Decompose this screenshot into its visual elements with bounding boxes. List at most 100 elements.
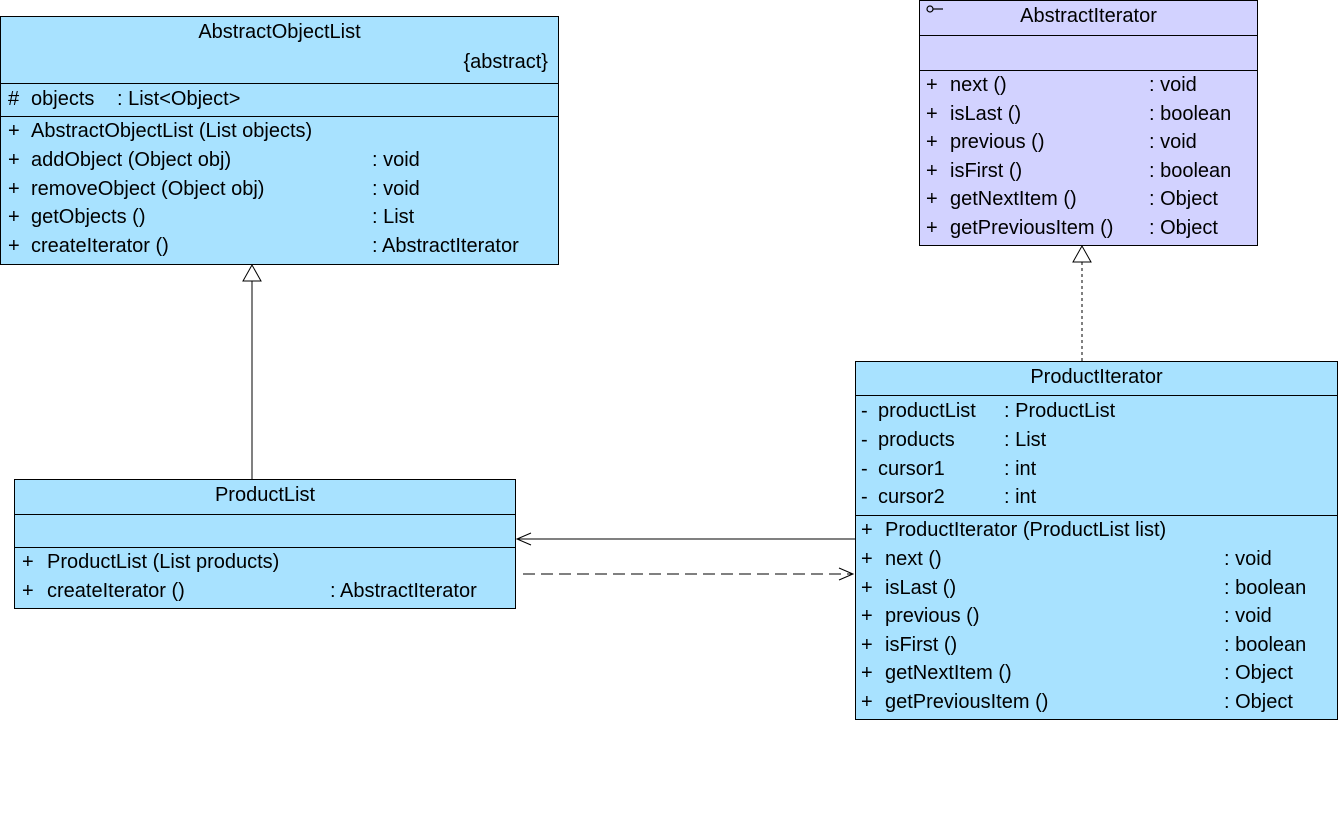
attributes-compartment: - productList : ProductList - products :…: [856, 395, 1337, 515]
visibility: +: [8, 149, 20, 171]
operation-name: getObjects (): [31, 206, 146, 228]
operation-row: + createIterator () : AbstractIterator: [1, 232, 558, 261]
operation-name: next (): [950, 74, 1007, 96]
class-product-iterator[interactable]: ProductIterator - productList : ProductL…: [855, 361, 1338, 720]
operation-row: + isLast () : boolean: [920, 100, 1257, 129]
class-abstract-object-list[interactable]: AbstractObjectList {abstract} # objects …: [0, 16, 559, 265]
operation-name: addObject (Object obj): [31, 149, 232, 171]
operation-type: : Object: [1149, 188, 1218, 210]
attribute-row: - productList : ProductList: [856, 397, 1337, 426]
attribute-type: : int: [1004, 458, 1037, 480]
visibility: +: [926, 217, 938, 239]
operation-name: AbstractObjectList (List objects): [31, 120, 313, 142]
visibility: -: [861, 400, 868, 422]
operation-row: + next () : void: [856, 545, 1337, 574]
operation-row: + previous () : void: [856, 602, 1337, 631]
visibility: +: [861, 605, 873, 627]
visibility: +: [8, 120, 20, 142]
attribute-type: : int: [1004, 486, 1037, 508]
operation-row: + getPreviousItem () : Object: [856, 688, 1337, 717]
operation-type: : boolean: [1149, 160, 1232, 182]
operation-row: + removeObject (Object obj) : void: [1, 175, 558, 204]
visibility: +: [861, 662, 873, 684]
operation-name: getPreviousItem (): [950, 217, 1114, 239]
open-arrowhead: [515, 532, 532, 546]
operation-type: : AbstractIterator: [372, 235, 519, 257]
operation-name: next (): [885, 548, 942, 570]
operation-name: previous (): [885, 605, 980, 627]
operation-type: : Object: [1149, 217, 1218, 239]
name-compartment: ProductIterator: [856, 362, 1337, 395]
attribute-type: : List: [1004, 429, 1047, 451]
visibility: +: [926, 188, 938, 210]
attributes-compartment: [15, 514, 515, 547]
visibility: +: [861, 548, 873, 570]
visibility: -: [861, 458, 868, 480]
operation-name: previous (): [950, 131, 1045, 153]
visibility: +: [861, 519, 873, 541]
operation-row: + getNextItem () : Object: [920, 185, 1257, 214]
visibility: +: [8, 178, 20, 200]
generalization-edge[interactable]: [242, 263, 262, 479]
association-edge[interactable]: [515, 532, 855, 546]
operation-type: : Object: [1224, 662, 1293, 684]
visibility: +: [22, 580, 34, 602]
operations-compartment: + ProductIterator (ProductList list) + n…: [856, 515, 1337, 719]
operation-name: ProductList (List products): [47, 551, 280, 573]
relationship-edges: [242, 244, 1092, 581]
visibility: #: [8, 88, 20, 110]
visibility: +: [861, 577, 873, 599]
operation-name: ProductIterator (ProductList list): [885, 519, 1167, 541]
operation-name: getNextItem (): [885, 662, 1012, 684]
operation-name: isLast (): [885, 577, 957, 599]
operation-row: + addObject (Object obj) : void: [1, 146, 558, 175]
operations-compartment: + ProductList (List products) + createIt…: [15, 547, 515, 608]
dependency-edge[interactable]: [523, 567, 855, 581]
attributes-compartment: # objects : List<Object>: [1, 83, 558, 116]
attribute-type: : ProductList: [1004, 400, 1116, 422]
operation-type: : Object: [1224, 691, 1293, 713]
visibility: +: [22, 551, 34, 573]
visibility: +: [926, 131, 938, 153]
attribute-row: - cursor1 : int: [856, 455, 1337, 484]
operation-type: : boolean: [1224, 577, 1307, 599]
interface-icon: [926, 5, 943, 13]
operation-name: createIterator (): [31, 235, 169, 257]
class-product-list[interactable]: ProductList + ProductList (List products…: [14, 479, 516, 609]
operation-row: + isLast () : boolean: [856, 574, 1337, 603]
class-name: AbstractIterator: [1020, 5, 1157, 27]
attribute-name: productList: [878, 400, 976, 422]
operation-name: isFirst (): [885, 634, 958, 656]
visibility: +: [861, 634, 873, 656]
operation-name: isFirst (): [950, 160, 1023, 182]
operation-row: + getObjects () : List: [1, 203, 558, 232]
class-abstract-iterator[interactable]: AbstractIterator + next () : void + isLa…: [919, 0, 1258, 246]
operation-row: + ProductIterator (ProductList list): [856, 516, 1337, 545]
operation-row: + createIterator () : AbstractIterator: [15, 577, 515, 606]
operations-compartment: + AbstractObjectList (List objects) + ad…: [1, 116, 558, 264]
class-name: AbstractObjectList: [198, 21, 361, 43]
operations-compartment: + next () : void + isLast () : boolean +…: [920, 70, 1257, 245]
attribute-name: cursor2: [878, 486, 945, 508]
attribute-row: - products : List: [856, 426, 1337, 455]
operation-row: + previous () : void: [920, 128, 1257, 157]
operation-name: isLast (): [950, 103, 1022, 125]
operation-type: : void: [1224, 548, 1272, 570]
operation-row: + next () : void: [920, 71, 1257, 100]
visibility: +: [861, 691, 873, 713]
operation-type: : void: [1149, 131, 1197, 153]
operation-name: getPreviousItem (): [885, 691, 1049, 713]
visibility: +: [8, 206, 20, 228]
attribute-name: products: [878, 429, 955, 451]
attributes-compartment: [920, 35, 1257, 70]
realization-edge[interactable]: [1072, 244, 1092, 361]
attribute-row: - cursor2 : int: [856, 483, 1337, 512]
visibility: +: [926, 74, 938, 96]
class-name: ProductList: [214, 484, 316, 506]
hollow-triangle-arrowhead: [242, 263, 262, 282]
operation-type: : AbstractIterator: [330, 580, 477, 602]
operation-type: : List: [372, 206, 415, 228]
attribute-row: # objects : List<Object>: [1, 85, 558, 114]
operation-name: createIterator (): [47, 580, 185, 602]
open-arrowhead: [838, 567, 855, 581]
